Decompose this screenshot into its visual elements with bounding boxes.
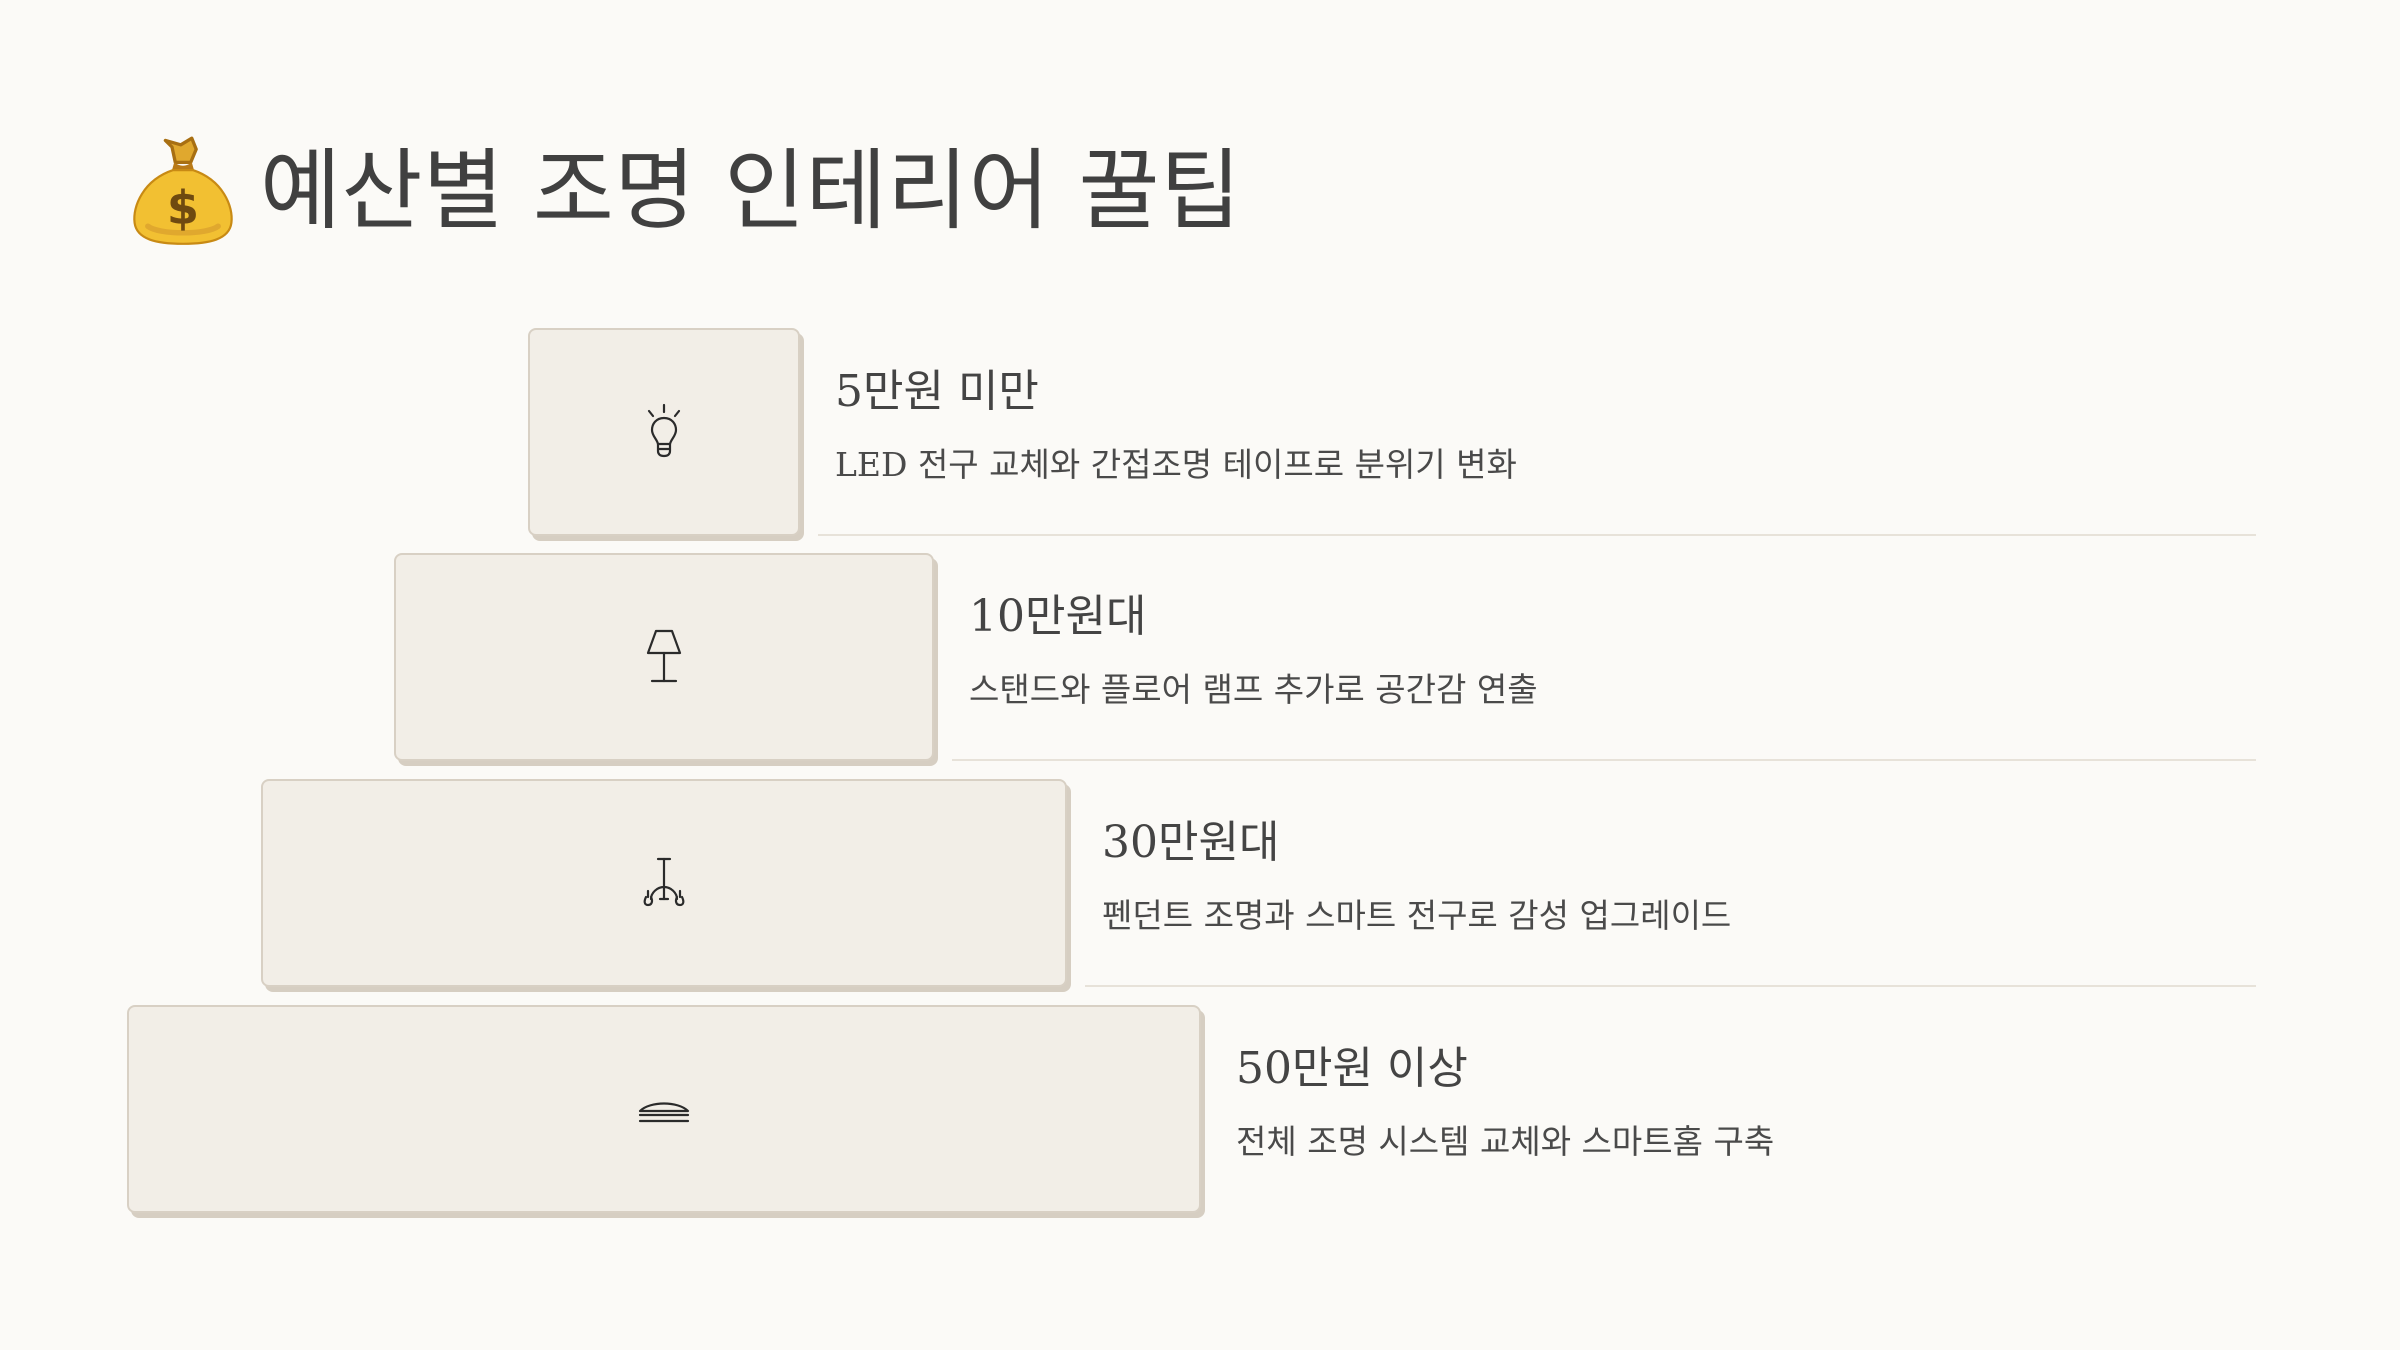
tier-item-1: 5만원 미만 LED 전구 교체와 간접조명 테이프로 분위기 변화 <box>818 328 2256 536</box>
tier-heading: 5만원 미만 <box>835 366 1039 417</box>
tier-icon-box-2 <box>394 553 934 761</box>
tier-description: 전체 조명 시스템 교체와 스마트홈 구축 <box>1236 1122 1775 1161</box>
tier-item-2: 10만원대 스탠드와 플로어 램프 추가로 공간감 연출 <box>952 553 2256 761</box>
page-title: $ 예산별 조명 인테리어 꿀팁 <box>128 136 1241 246</box>
tier-item-3: 30만원대 펜던트 조명과 스마트 전구로 감성 업그레이드 <box>1085 779 2256 987</box>
tier-description: 스탠드와 플로어 램프 추가로 공간감 연출 <box>969 670 1538 709</box>
lightbulb-icon <box>647 403 681 458</box>
tier-icon-box-4 <box>127 1005 1201 1213</box>
tier-heading: 50만원 이상 <box>1236 1043 1468 1094</box>
tier-description: 펜던트 조명과 스마트 전구로 감성 업그레이드 <box>1102 896 1732 935</box>
tier-icon-box-1 <box>528 328 800 536</box>
tier-icon-box-3 <box>261 779 1067 987</box>
tier-description: LED 전구 교체와 간접조명 테이프로 분위기 변화 <box>835 445 1517 484</box>
money-bag-icon: $ <box>133 136 233 245</box>
tier-item-4: 50만원 이상 전체 조명 시스템 교체와 스마트홈 구축 <box>1219 1005 2256 1213</box>
tier-heading: 10만원대 <box>969 591 1147 642</box>
chandelier-icon <box>643 857 685 907</box>
page-title-text: 예산별 조명 인테리어 꿀팁 <box>260 139 1242 242</box>
tier-heading: 30만원대 <box>1102 817 1280 868</box>
floor-lamp-icon <box>646 629 682 683</box>
svg-text:$: $ <box>167 181 199 235</box>
ceiling-light-icon <box>638 1102 690 1123</box>
